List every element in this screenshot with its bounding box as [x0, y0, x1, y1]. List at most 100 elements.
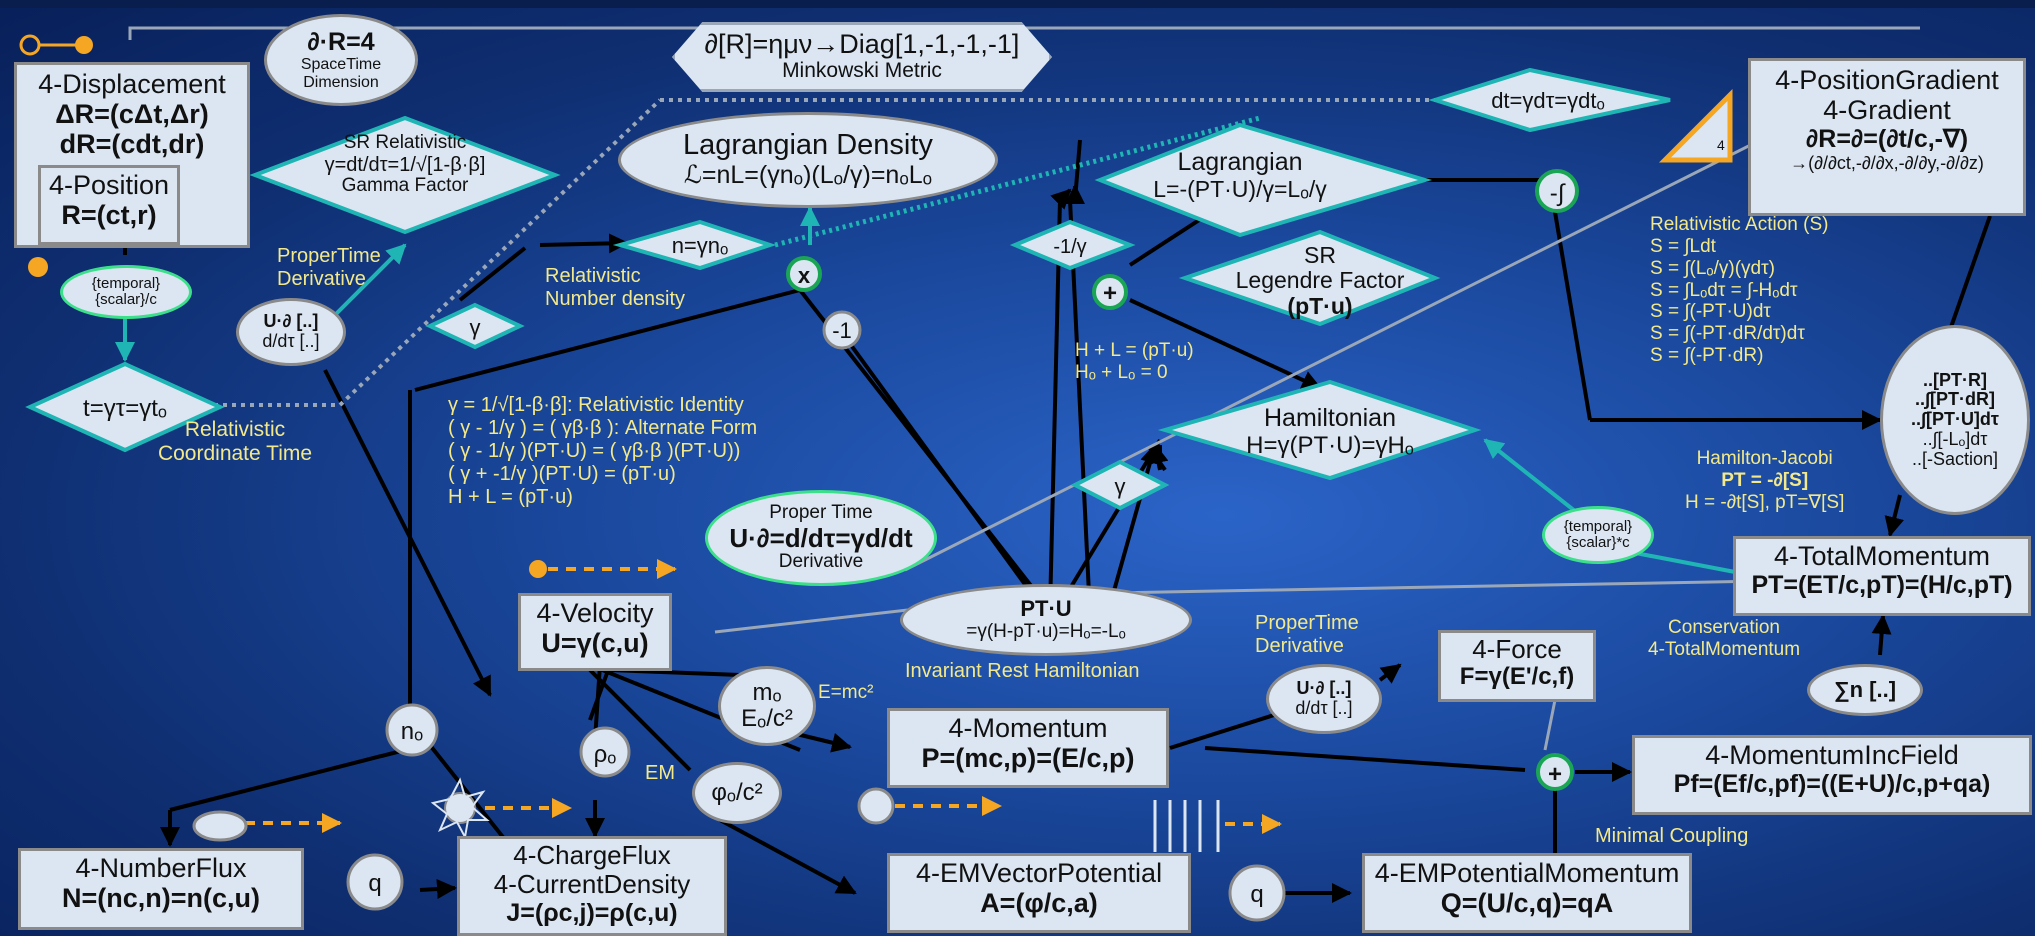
label-propertime-derivative: ProperTime Derivative [277, 245, 417, 291]
proper-op-right-line1: U·∂ [..] [1296, 678, 1352, 699]
gamma2-diamond [1070, 459, 1170, 511]
gamma-factor-diamond [249, 115, 561, 235]
temporal-scalar-mul-line2: {scalar}*c [1566, 534, 1630, 551]
proper-time-oval: Proper Time U·∂=d/dτ=γd/dt Derivative [705, 490, 937, 586]
plus-node2 [1536, 753, 1574, 791]
proper-op-left-oval: U·∂ [..] d/dτ [..] [236, 298, 346, 366]
propertime-derivative-text: ProperTime Derivative [277, 245, 381, 290]
neg-inv-gamma-diamond [1009, 219, 1136, 271]
gradient-line4: →(∂/∂ct,-∂/∂x,-∂/∂y,-∂/∂z) [1790, 153, 1984, 174]
gamma-diamond [425, 302, 525, 350]
velocity-formula: U=γ(c,u) [541, 628, 649, 659]
momentum-box: 4-Momentum P=(mc,p)=(E/c,p) [887, 708, 1169, 788]
q-label1: q [368, 870, 381, 897]
gamma-factor-text: SR Relativistic γ=dt/dτ=1/√[1-β·β] Gamma… [255, 132, 555, 197]
gamma-label: γ [470, 315, 481, 340]
identity-line-1: ( γ - 1/γ ) = ( γβ·β ): Alternate Form [448, 417, 758, 439]
number-density-label: n=γnₒ [672, 233, 729, 258]
neg-integral-label: -∫ [1550, 180, 1566, 207]
proper-op-right-oval: U·∂ [..] d/dτ [..] [1266, 664, 1382, 734]
lagrangian-density-title: Lagrangian Density [683, 129, 933, 162]
label-relativistic-coordinate-time: Relativistic Coordinate Time [135, 418, 335, 466]
relativistic-coordinate-time-text: Relativistic Coordinate Time [157, 418, 313, 466]
gradient-box: 4-PositionGradient 4-Gradient ∂R=∂=(∂t/c… [1748, 58, 2026, 216]
number-density-diamond [612, 219, 777, 271]
identity-line-4: H + L = (pT·u) [448, 486, 573, 508]
x-node [786, 256, 822, 292]
triangle-label: 4 [1717, 137, 1725, 153]
dimension-line1: SpaceTime [300, 56, 382, 74]
number-flux-box: 4-NumberFlux N=(nc,n)=n(c,u) [18, 848, 304, 930]
inc-field-box: 4-MomentumIncField Pf=(Ef/c,pf)=((E+U)/c… [1632, 735, 2032, 815]
gamma-factor-line3: Gamma Factor [341, 174, 469, 196]
hl-line-1: Hₒ + Lₒ = 0 [1075, 361, 1168, 383]
lagrangian-density-oval: Lagrangian Density ℒ=nL=(γnₒ)(Lₒ/γ)=nₒLₒ [618, 112, 998, 208]
q-node1 [346, 853, 404, 911]
conservation-line-1: 4-TotalMomentum [1648, 638, 1801, 660]
mass-line2: Eₒ/c² [741, 705, 793, 732]
emc2-label: E=mc² [818, 682, 874, 703]
phi0-label: φₒ/c² [711, 778, 763, 806]
action-oval-4: ..[-Saction] [1911, 448, 1999, 469]
conservation-text: Conservation 4-TotalMomentum [1648, 617, 1800, 661]
velocity-box: 4-Velocity U=γ(c,u) [518, 593, 672, 671]
inc-field-title: 4-MomentumIncField [1705, 740, 1959, 770]
em-potential-momentum-formula: Q=(U/c,q)=qA [1440, 888, 1614, 919]
rest-hamiltonian-oval: PT·U =γ(H-pT·u)=Hₒ=-Lₒ [900, 584, 1192, 656]
dt-label: dt=γdτ=γdtₒ [1491, 88, 1605, 113]
minimal-coupling-label: Minimal Coupling [1595, 825, 1749, 847]
total-momentum-formula: PT=(ET/c,pT)=(H/c,pT) [1751, 571, 2013, 600]
gradient-line3: ∂R=∂=(∂t/c,-∇) [1805, 125, 1969, 154]
action-line-4: S = ∫(-PT·U)dτ [1650, 301, 1771, 323]
plus-node [1092, 274, 1128, 310]
inc-field-formula: Pf=(Ef/c,pf)=((E+U)/c,p+qa) [1673, 770, 1991, 799]
temporal-scalar-mul-line1: {temporal} [1563, 517, 1633, 535]
gradient-line1: 4-PositionGradient [1775, 65, 1999, 95]
position-title: 4-Position [48, 170, 170, 200]
identity-line-2: ( γ - 1/γ )(PT·U) = ( γβ·β )(PT·U)) [448, 440, 741, 462]
temporal-scalar-mul-oval: {temporal} {scalar}*c [1542, 506, 1654, 564]
particle-icon [857, 787, 895, 825]
proper-time-line3: Derivative [778, 551, 864, 573]
temporal-scalar-div-line1: {temporal} [91, 274, 161, 292]
gamma2-label: γ [1115, 474, 1126, 499]
rest-hamiltonian-line1: PT·U [1020, 596, 1072, 622]
q-node2 [1228, 864, 1286, 922]
dot-icon [28, 257, 48, 277]
triangle-icon: 4 [1658, 88, 1733, 163]
q-label2: q [1250, 881, 1263, 908]
lagrangian-formula: L=-(PT·U)/γ=Lₒ/γ [1153, 175, 1327, 202]
legendre-line3: (pT·u) [1287, 292, 1353, 319]
relativistic-number-density-text: Relativistic Number density [545, 265, 686, 310]
hl-line-0: H + L = (pT·u) [1075, 340, 1194, 361]
dimension-oval: ∂·R=4 SpaceTime Dimension [264, 14, 418, 106]
action-line-1: S = ∫Ldt [1650, 235, 1716, 257]
time-diamond [25, 361, 225, 453]
identity-line-3: ( γ + -1/γ )(PT·U) = (pT·u) [448, 463, 676, 485]
field-lines-icon [1153, 800, 1220, 852]
label-relativistic-number-density: Relativistic Number density [545, 265, 715, 311]
displacement-line2: dR=(cdt,dr) [59, 129, 205, 160]
action-line-3: S = ∫Lₒdτ = ∫-Hₒdτ [1650, 279, 1798, 301]
position-box: 4-Position R=(ct,r) [38, 165, 180, 245]
number-flux-title: 4-NumberFlux [75, 853, 247, 883]
charge-flux-line3: J=(ρc,j)=ρ(c,u) [506, 899, 678, 928]
metric-box: ∂[R]=ημν→Diag[1,-1,-1,-1] Minkowski Metr… [672, 22, 1052, 92]
metric-label: Minkowski Metric [782, 59, 942, 83]
em-potential-title: 4-EMVectorPotential [915, 858, 1163, 888]
proper-time-line2: U·∂=d/dτ=γd/dt [729, 522, 913, 553]
hj-line-2: H = -∂t[S], pT=∇[S] [1685, 491, 1845, 513]
gamma-factor-line1: SR Relativistic [343, 132, 467, 153]
displacement-title: 4-Displacement [38, 69, 226, 99]
temporal-scalar-div-line2: {scalar}/c [95, 291, 157, 308]
rest-hamiltonian-line2: =γ(H-pT·u)=Hₒ=-Lₒ [966, 620, 1126, 642]
identity-text: γ = 1/√[1-β·β]: Relativistic Identity ( … [448, 394, 757, 509]
charge-flux-line1: 4-ChargeFlux [513, 840, 671, 870]
neg-inv-gamma-label: -1/γ [1053, 236, 1086, 258]
plus-node-label: + [1103, 280, 1117, 307]
em-potential-momentum-title: 4-EMPotentialMomentum [1374, 858, 1680, 888]
legendre-diamond [1178, 229, 1441, 327]
proper-op-left-line2: d/dτ [..] [262, 331, 320, 351]
key-icon [19, 34, 93, 56]
